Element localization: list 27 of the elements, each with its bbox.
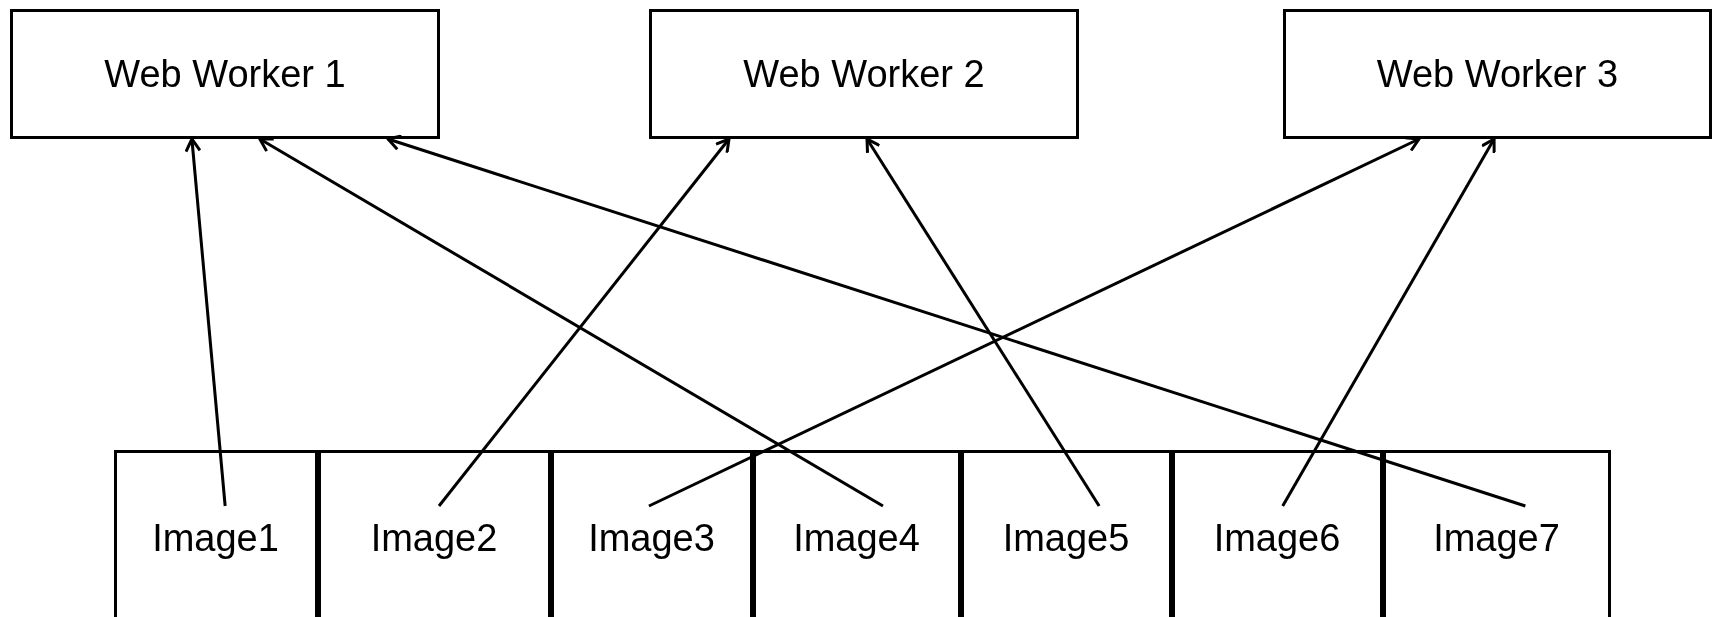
worker-box <box>10 9 440 139</box>
image-label: Image2 <box>370 516 498 561</box>
worker-label: Web Worker 2 <box>743 52 985 97</box>
image-cell <box>960 450 1172 617</box>
arrow <box>437 137 731 507</box>
worker-label: Web Worker 1 <box>104 52 346 97</box>
image-cell <box>113 450 318 617</box>
image-cell <box>1171 450 1383 617</box>
image-cell <box>550 450 753 617</box>
arrow <box>184 137 227 507</box>
image-label: Image3 <box>588 516 715 561</box>
image-label: Image6 <box>1213 516 1341 561</box>
arrow <box>865 137 1101 507</box>
arrow <box>648 136 1421 508</box>
arrow <box>1281 137 1496 507</box>
worker-label: Web Worker 3 <box>1376 52 1619 97</box>
image-label: Image7 <box>1433 516 1560 561</box>
image-label: Image4 <box>793 516 920 561</box>
worker-box <box>649 9 1079 139</box>
worker-box <box>1283 9 1712 139</box>
image-cell <box>1382 450 1611 617</box>
image-label: Image1 <box>152 516 279 561</box>
image-cell <box>752 450 961 617</box>
image-cell <box>317 450 551 617</box>
arrow <box>386 134 1526 508</box>
image-label: Image5 <box>1002 516 1130 561</box>
arrow <box>258 137 884 508</box>
